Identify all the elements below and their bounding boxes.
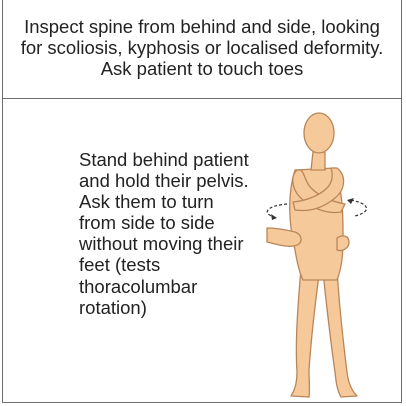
top-panel: Inspect spine from behind and side, look…: [3, 0, 401, 99]
patient-figure-illustration: [243, 100, 401, 402]
top-instruction-text: Inspect spine from behind and side, look…: [17, 16, 387, 79]
rotation-arrow-left: [267, 204, 287, 218]
right-leg: [323, 268, 357, 397]
neck: [311, 152, 325, 170]
examiner-right-hand: [337, 236, 349, 251]
main-instruction-text: Stand behind patient and hold their pelv…: [79, 149, 255, 318]
rotation-arrow-right: [351, 200, 367, 216]
arrowhead-left-icon: [271, 214, 277, 220]
left-leg: [291, 268, 319, 397]
head: [304, 113, 334, 153]
diagram-frame: Inspect spine from behind and side, look…: [2, 0, 402, 403]
